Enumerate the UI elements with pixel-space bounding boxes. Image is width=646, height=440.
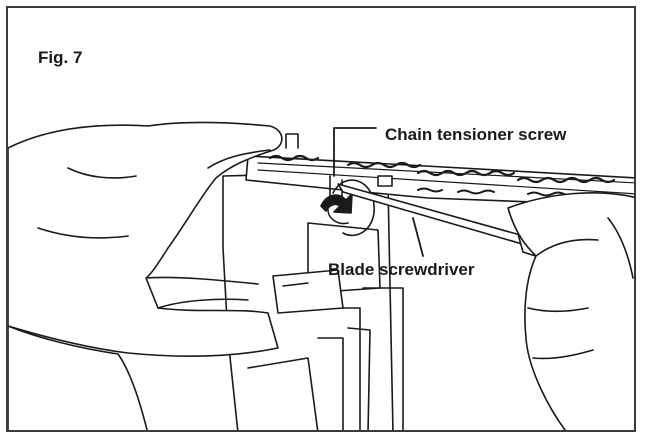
chain-tensioner-screw-label: Chain tensioner screw — [385, 125, 567, 144]
left-hand — [8, 121, 299, 430]
leader-lines — [333, 127, 424, 257]
blade-screwdriver-label: Blade screwdriver — [328, 260, 475, 279]
figure-label: Fig. 7 — [38, 48, 83, 67]
rotation-arrow-icon — [320, 193, 353, 214]
figure-frame: Fig. 7 Chain tensioner screw Blade screw… — [6, 6, 636, 432]
guide-bar-chain — [245, 154, 634, 207]
right-hand — [507, 192, 634, 430]
chainsaw-body — [222, 172, 404, 430]
chainsaw-illustration — [8, 121, 634, 430]
